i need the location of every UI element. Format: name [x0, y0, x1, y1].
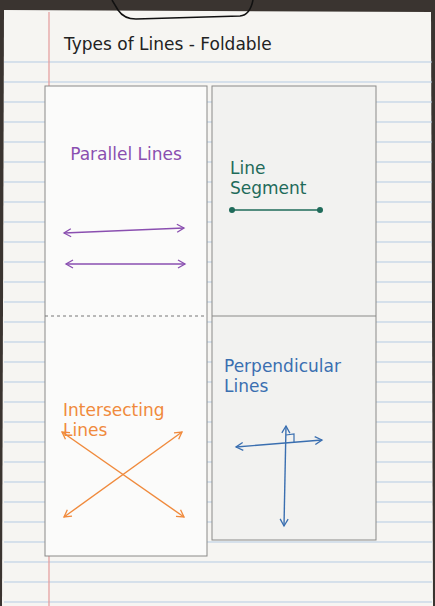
- perpendicular-panel: Perpendicular Lines: [214, 318, 374, 418]
- parallel-panel: Parallel Lines: [47, 88, 205, 208]
- page-title: Types of Lines - Foldable: [64, 34, 272, 54]
- panel-label: Perpendicular Lines: [224, 356, 364, 397]
- panel-label: Line Segment: [230, 158, 330, 199]
- panel-label: Parallel Lines: [67, 144, 185, 164]
- intersecting-panel: Intersecting Lines: [47, 318, 205, 445]
- panel-label: Intersecting Lines: [63, 400, 193, 441]
- segment-panel: Line Segment: [214, 88, 374, 203]
